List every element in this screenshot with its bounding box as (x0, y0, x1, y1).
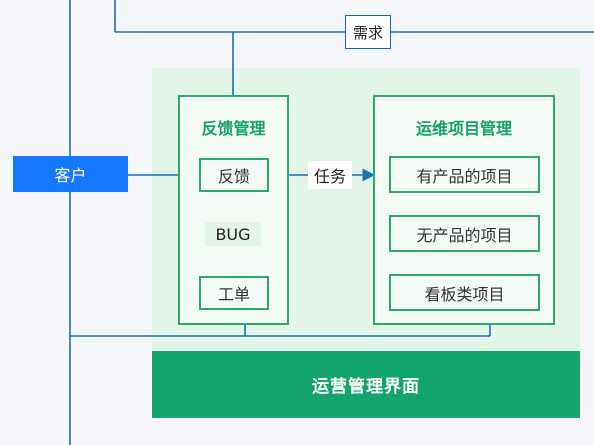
feedback-node: 反馈 (199, 158, 269, 192)
project-without-product: 无产品的项目 (389, 215, 540, 252)
bug-label: BUG (205, 222, 261, 246)
customer-node: 客户 (13, 156, 128, 192)
ticket-node: 工单 (199, 276, 269, 310)
feedback-panel-title: 反馈管理 (201, 119, 266, 138)
operations-management-interface: 运营管理界面 (152, 351, 580, 418)
kanban-project: 看板类项目 (389, 274, 540, 311)
demand-node: 需求 (345, 15, 391, 49)
project-with-product: 有产品的项目 (389, 156, 540, 193)
ops-panel-title: 运维项目管理 (415, 119, 512, 138)
task-label: 任务 (308, 161, 352, 189)
